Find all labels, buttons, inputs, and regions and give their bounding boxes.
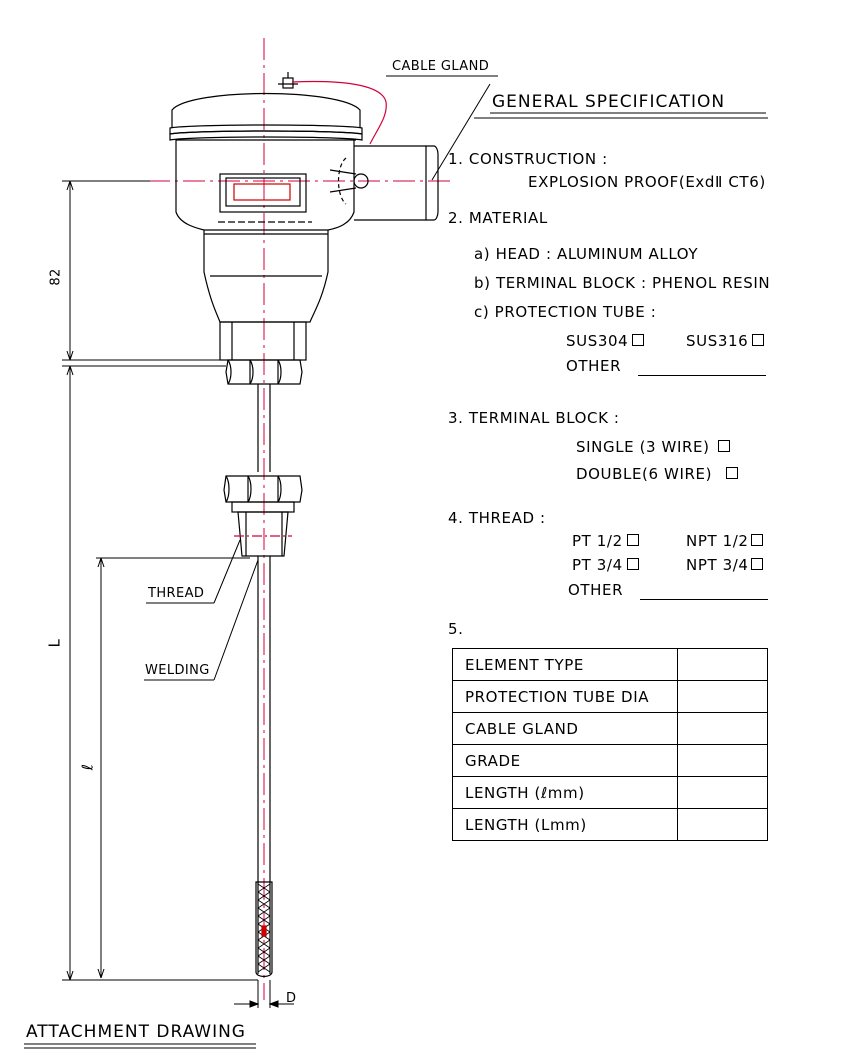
dimension-L: [62, 365, 258, 981]
option-pt-half: PT 1/2: [572, 532, 639, 550]
construction-value: EXPLOSION PROOF(ExdⅡ CT6): [528, 173, 766, 191]
option-pt-three-quarter: PT 3/4: [572, 556, 639, 574]
checkbox-pt-half[interactable]: [626, 534, 639, 546]
dimension-D: [234, 980, 294, 1008]
checkbox-npt-three-quarter[interactable]: [750, 558, 763, 570]
cable-gland-label: CABLE GLAND: [392, 59, 490, 74]
dimension-82-label: 82: [48, 268, 64, 286]
dimension-82: [62, 180, 220, 361]
option-sus316: SUS316: [686, 332, 765, 350]
dimension-L-label: L: [45, 638, 64, 648]
row-label-length-l-capital: LENGTH (Lmm): [452, 808, 678, 841]
table-row: ELEMENT TYPE: [452, 648, 768, 681]
row-value-protection-tube-dia[interactable]: [677, 680, 768, 713]
checkbox-sus316[interactable]: [752, 334, 765, 346]
checkbox-pt-three-quarter[interactable]: [626, 558, 639, 570]
material-terminal-block: b) TERMINAL BLOCK : PHENOL RESIN: [474, 274, 771, 292]
row-value-element-type[interactable]: [677, 648, 768, 681]
option-double-wire: DOUBLE(6 WIRE): [576, 465, 739, 483]
option-npt-three-quarter: NPT 3/4: [686, 556, 763, 574]
row-value-grade[interactable]: [677, 744, 768, 777]
head-body: [175, 140, 439, 231]
dimension-l: [96, 557, 250, 979]
ground-wire: [291, 80, 387, 145]
leader-thread: [146, 539, 241, 604]
table-row: LENGTH (Lmm): [452, 808, 768, 841]
thread-other-label: OTHER: [568, 581, 624, 599]
thread-other-field[interactable]: [640, 599, 768, 600]
checkbox-sus304[interactable]: [632, 334, 645, 346]
spec-table: ELEMENT TYPE PROTECTION TUBE DIA CABLE G…: [452, 648, 768, 841]
checkbox-single-wire[interactable]: [717, 440, 730, 452]
welding-label: WELDING: [145, 663, 210, 678]
attachment-drawing-title: ATTACHMENT DRAWING: [26, 1022, 246, 1042]
construction-heading: 1. CONSTRUCTION :: [448, 150, 608, 168]
protection-tube-lower: [255, 556, 273, 978]
material-head: a) HEAD : ALUMINUM ALLOY: [474, 245, 699, 263]
option-npt-half: NPT 1/2: [686, 532, 763, 550]
checkbox-double-wire[interactable]: [726, 467, 739, 479]
table-row: PROTECTION TUBE DIA: [452, 680, 768, 713]
thread-label: THREAD: [148, 586, 205, 601]
table-row: CABLE GLAND: [452, 712, 768, 745]
leader-welding: [144, 559, 259, 681]
row-value-length-l-capital[interactable]: [677, 808, 768, 841]
head-cover: [169, 72, 363, 141]
row-label-element-type: ELEMENT TYPE: [452, 648, 678, 681]
dimension-D-label: D: [286, 991, 297, 1006]
table-row: LENGTH (ℓmm): [452, 776, 768, 809]
dimension-l-label: ℓ: [78, 763, 97, 771]
material-other-label: OTHER: [566, 357, 622, 375]
table-row: GRADE: [452, 744, 768, 777]
row-label-protection-tube-dia: PROTECTION TUBE DIA: [452, 680, 678, 713]
option-sus304: SUS304: [566, 332, 645, 350]
row-label-cable-gland: CABLE GLAND: [452, 712, 678, 745]
protection-tube-upper: [257, 384, 271, 472]
terminal-block-heading: 3. TERMINAL BLOCK :: [448, 409, 620, 427]
leader-cable-gland: [386, 75, 768, 181]
thread-heading: 4. THREAD :: [448, 509, 546, 527]
spec-title: GENERAL SPECIFICATION: [492, 92, 726, 112]
material-heading: 2. MATERIAL: [448, 209, 548, 227]
table-heading: 5.: [448, 620, 464, 638]
row-value-length-l-small[interactable]: [677, 776, 768, 809]
material-other-field[interactable]: [638, 375, 766, 376]
option-single-wire: SINGLE (3 WIRE): [576, 438, 730, 456]
row-value-cable-gland[interactable]: [677, 712, 768, 745]
checkbox-npt-half[interactable]: [750, 534, 763, 546]
row-label-length-l-small: LENGTH (ℓmm): [452, 776, 678, 809]
head-neck: [203, 230, 329, 361]
row-label-grade: GRADE: [452, 744, 678, 777]
upper-hex-nut: [225, 359, 303, 385]
compression-fitting: [223, 475, 303, 557]
material-protection-tube: c) PROTECTION TUBE :: [474, 303, 657, 321]
